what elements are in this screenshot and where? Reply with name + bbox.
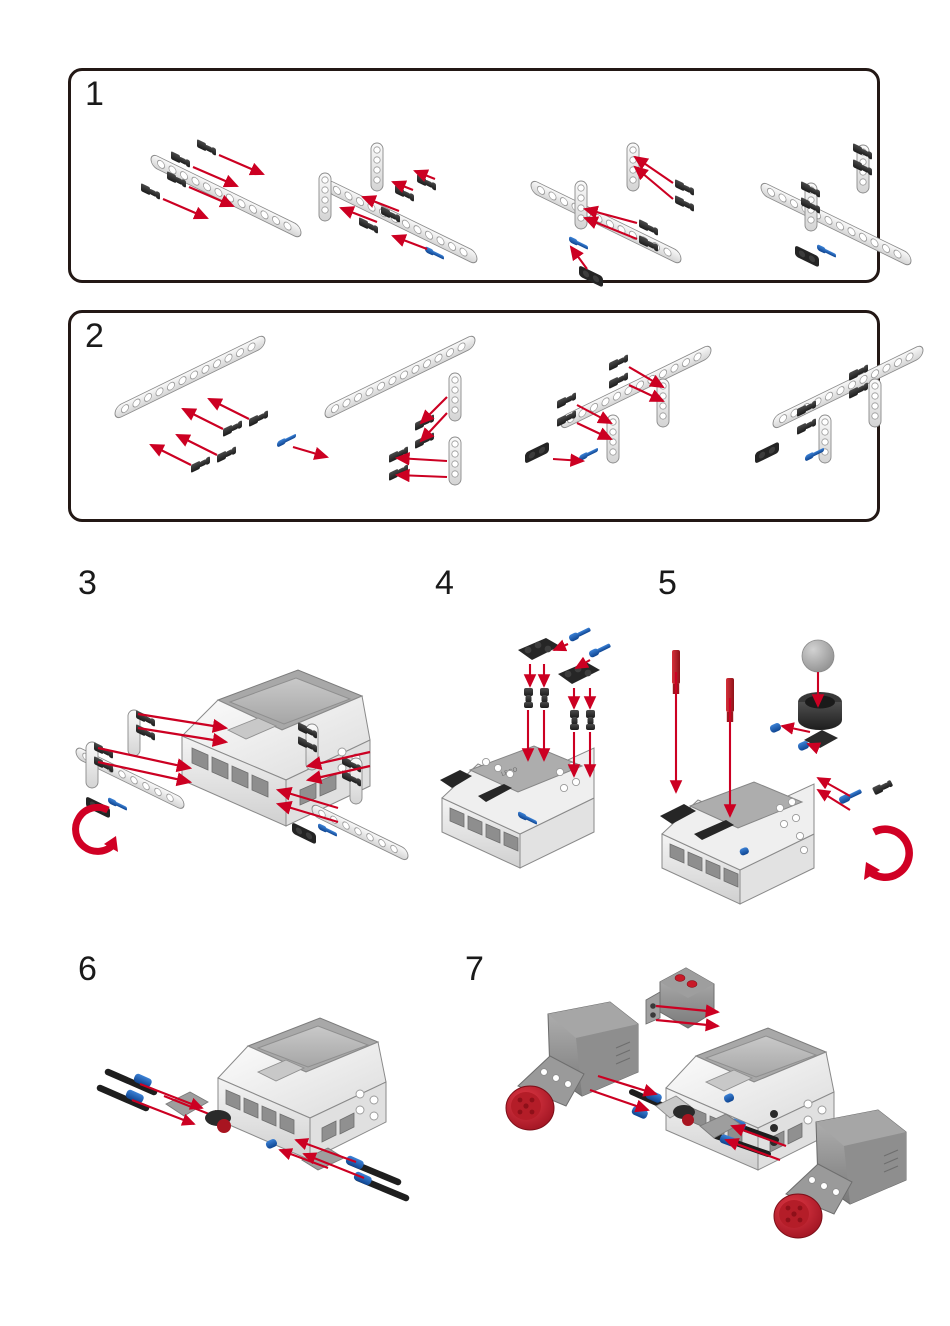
substep-2c bbox=[525, 343, 712, 467]
step-number-4: 4 bbox=[435, 564, 454, 602]
ev3-intelligent-brick bbox=[181, 669, 371, 827]
brick-buttons bbox=[256, 1059, 306, 1082]
battery-pack bbox=[468, 745, 584, 793]
input-ports bbox=[669, 843, 739, 888]
ev3-brick-flipped bbox=[660, 781, 815, 905]
assembly-arrows bbox=[669, 672, 851, 818]
motor-vents bbox=[615, 1041, 631, 1065]
motor-vents bbox=[883, 1149, 899, 1173]
assembly-arrows bbox=[589, 1074, 658, 1113]
substep-1a bbox=[141, 139, 302, 240]
rotate-icon bbox=[864, 825, 913, 881]
frame-holes bbox=[355, 1089, 379, 1121]
input-ports bbox=[225, 1089, 295, 1135]
step-number-1: 1 bbox=[85, 75, 104, 113]
mounted-black-plates bbox=[660, 804, 734, 840]
assembly-arrows bbox=[278, 1138, 365, 1179]
assembly-arrows bbox=[97, 712, 371, 824]
assembly-arrows bbox=[724, 1124, 787, 1162]
motor-arm bbox=[517, 1055, 585, 1107]
substep-1d bbox=[760, 143, 912, 268]
black-plate-1x3-a bbox=[518, 638, 560, 660]
battery-pack bbox=[688, 781, 804, 829]
assembly-arrows bbox=[162, 154, 265, 220]
step-7-illustration bbox=[480, 960, 910, 1250]
ev3-colour-sensor bbox=[645, 967, 715, 1029]
step-2-illustration bbox=[71, 313, 924, 525]
step-number-5: 5 bbox=[658, 564, 677, 602]
side-frame-left bbox=[75, 709, 185, 819]
incoming-parts bbox=[518, 627, 611, 730]
frame-blue-pins bbox=[769, 723, 809, 751]
brick-screen bbox=[704, 1035, 818, 1078]
output-ports bbox=[321, 1112, 355, 1143]
side-frame-right bbox=[292, 722, 409, 861]
assembly-arrows bbox=[655, 1004, 720, 1032]
ev3-brick-flipped: LEGO bbox=[440, 745, 595, 869]
inserted-pins bbox=[389, 413, 434, 481]
mounted-blue-pins bbox=[739, 847, 749, 856]
step-4-illustration: LEGO bbox=[430, 627, 660, 880]
input-ports bbox=[449, 807, 519, 852]
blue-bushings bbox=[125, 1073, 152, 1104]
motor-arm bbox=[785, 1163, 853, 1215]
ev3-intelligent-brick bbox=[217, 1017, 387, 1161]
step-panel-1: 1 bbox=[68, 68, 912, 288]
brick-screen bbox=[228, 677, 352, 725]
brick-screen bbox=[256, 1025, 370, 1068]
mounted-blue-pin bbox=[265, 1139, 277, 1149]
brick-buttons bbox=[226, 717, 278, 740]
assembly-arrows bbox=[521, 639, 597, 778]
step-6-illustration bbox=[90, 1000, 420, 1225]
step-number-7: 7 bbox=[465, 950, 484, 988]
step-5-illustration bbox=[650, 630, 930, 910]
black-axle-long bbox=[96, 1084, 150, 1112]
rotate-icon bbox=[72, 803, 118, 855]
inserted-pins bbox=[639, 179, 694, 253]
step-1-illustration bbox=[71, 71, 912, 288]
black-plate-1x3-b bbox=[558, 662, 600, 684]
red-axles bbox=[672, 650, 734, 722]
substep-2a bbox=[114, 333, 268, 473]
blue-axle-pin-b bbox=[589, 643, 611, 658]
steel-ball bbox=[801, 639, 835, 673]
ev3-large-motor-left bbox=[505, 1001, 639, 1131]
sensor-led-windows bbox=[674, 974, 698, 988]
axle-connector-left bbox=[629, 1089, 695, 1126]
substep-2b bbox=[277, 333, 476, 486]
step-number-3: 3 bbox=[78, 564, 97, 602]
ball-caster-cup bbox=[798, 692, 842, 748]
step-number-6: 6 bbox=[78, 950, 97, 988]
black-friction-pins bbox=[524, 688, 595, 730]
black-axle-long bbox=[104, 1068, 158, 1096]
substep-1c bbox=[530, 142, 694, 288]
substep-2d bbox=[755, 343, 924, 464]
substep-1b bbox=[318, 142, 478, 266]
input-ports bbox=[191, 747, 269, 798]
blue-axle-pin-a bbox=[569, 627, 591, 642]
mounted-black-plate bbox=[440, 770, 512, 802]
ev3-large-motor-right bbox=[773, 1109, 907, 1239]
brick-buttons bbox=[704, 1069, 754, 1092]
step-number-2: 2 bbox=[85, 317, 104, 355]
step-panel-2: 2 bbox=[68, 310, 924, 525]
step-3-illustration bbox=[70, 640, 430, 890]
side-pins bbox=[839, 780, 893, 804]
ball-caster-cup bbox=[205, 1110, 231, 1133]
